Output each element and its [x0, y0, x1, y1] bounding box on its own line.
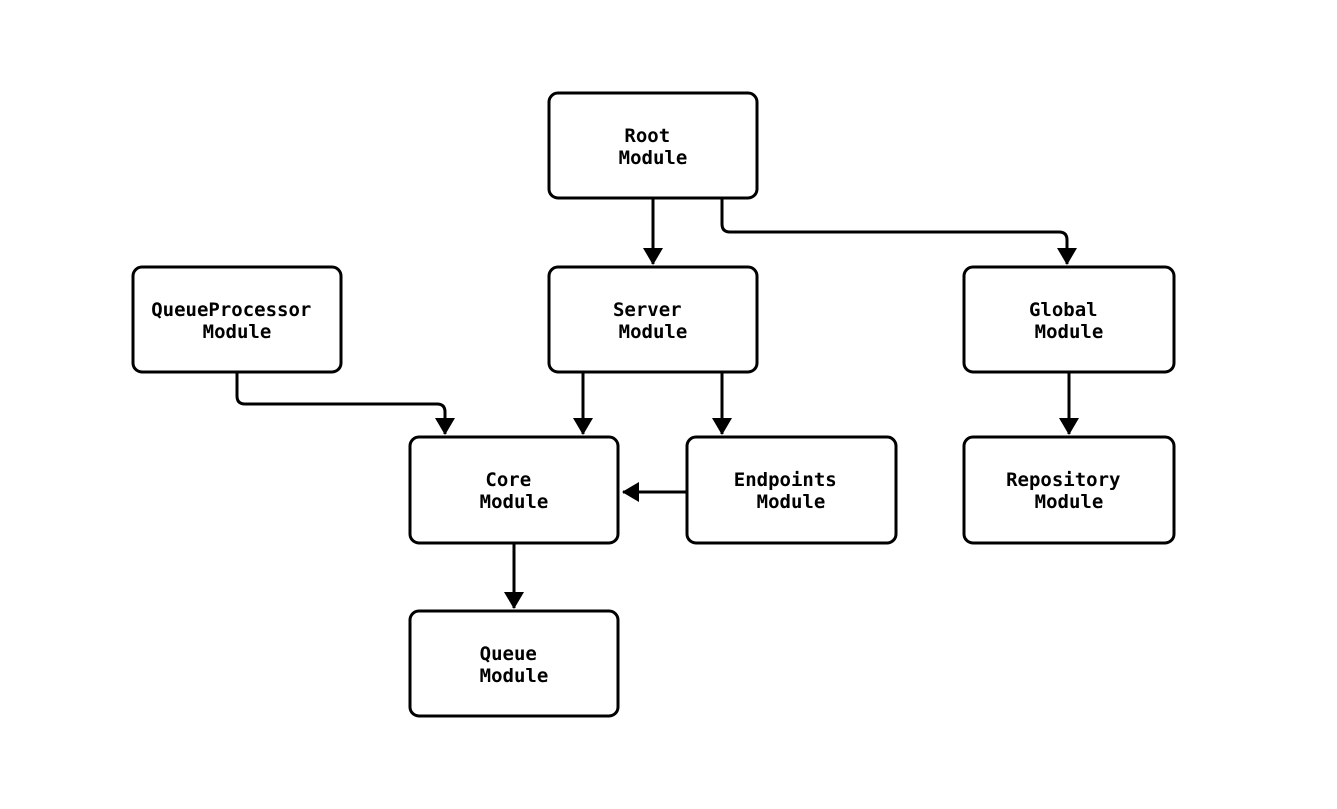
edge-root-global — [720, 199, 1077, 265]
node-core-label: Core Module — [480, 469, 549, 513]
node-queue-module: Queue Module — [408, 609, 620, 718]
node-queueprocessor-module: QueueProcessor Module — [131, 265, 343, 374]
node-global-box — [962, 265, 1176, 374]
node-server-label: Server Module — [613, 299, 693, 343]
node-repository-label: Repository Module — [1006, 469, 1132, 513]
node-endpoints-label: Endpoints Module — [734, 469, 848, 513]
edge-queueprocessor-core — [235, 373, 455, 435]
node-queue-box — [408, 609, 620, 718]
node-root-label: Root Module — [619, 125, 688, 169]
node-root-box — [547, 91, 759, 200]
node-endpoints-module: Endpoints Module — [685, 435, 898, 545]
node-endpoints-box — [685, 435, 898, 545]
node-global-label: Global Module — [1029, 299, 1109, 343]
node-queueprocessor-label: QueueProcessor Module — [151, 299, 323, 343]
node-queueprocessor-box — [131, 265, 343, 374]
node-core-box — [408, 435, 620, 545]
node-repository-module: Repository Module — [962, 435, 1176, 545]
node-global-module: Global Module — [962, 265, 1176, 374]
node-repository-box — [962, 435, 1176, 545]
node-core-module: Core Module — [408, 435, 620, 545]
node-server-module: Server Module — [547, 265, 759, 374]
node-server-box — [547, 265, 759, 374]
node-root-module: Root Module — [547, 91, 759, 200]
node-queue-label: Queue Module — [480, 643, 549, 687]
